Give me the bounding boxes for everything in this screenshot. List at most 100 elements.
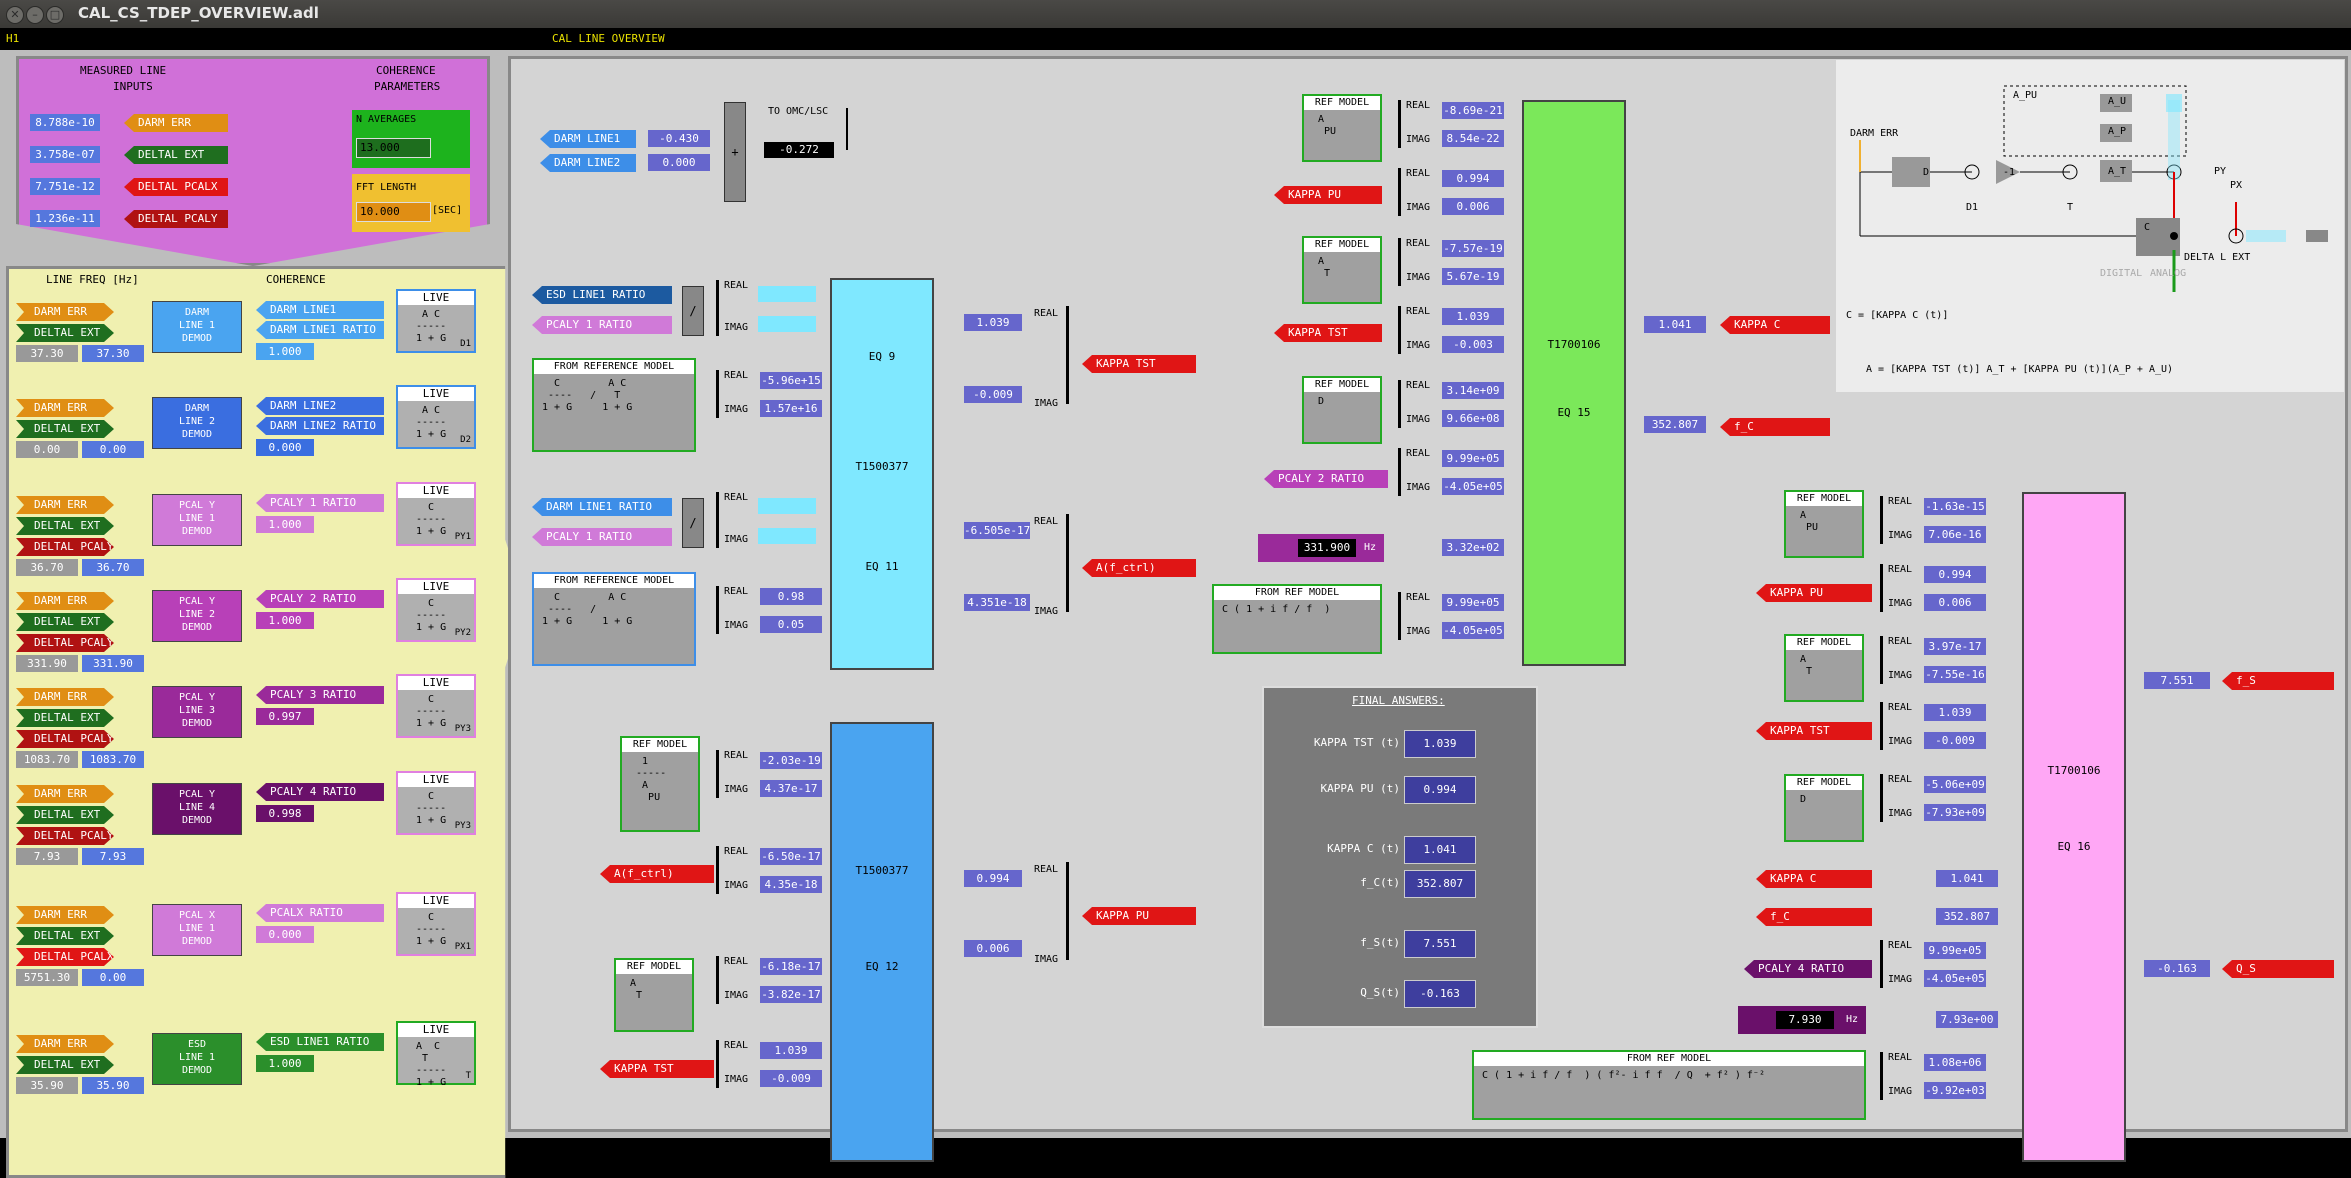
eq16-pcaly4: PCALY 4 RATIO	[1744, 960, 1872, 978]
imag-label: IMAG	[1406, 134, 1431, 145]
eq16-kappa-pu: KAPPA PU	[1756, 584, 1872, 602]
measured-tag: DELTAL EXT	[124, 146, 228, 164]
eq16-out-fs: 7.551	[2144, 672, 2210, 689]
minimize-window-icon[interactable]: –	[26, 6, 44, 24]
demod-input-tag: DARM ERR	[16, 399, 114, 417]
imag-label: IMAG	[724, 534, 749, 545]
fc-out: f_C	[1720, 418, 1830, 436]
ref-model-box: REF MODEL A PU	[1302, 94, 1382, 162]
imag-label: IMAG	[1406, 272, 1431, 283]
fft-length-box: FFT LENGTH 10.000 [SEC]	[352, 174, 470, 232]
line-freq-actual: 35.90	[82, 1077, 144, 1094]
real-label: REAL	[1888, 564, 1913, 575]
line-freq-value: 37.30	[16, 345, 78, 362]
pcaly-ratio-tag2: PCALY 1 RATIO	[532, 528, 672, 546]
line-freq-actual: 37.30	[82, 345, 144, 362]
split-bar	[1398, 306, 1401, 354]
diagram-delta-l-ext: DELTA L EXT	[2184, 252, 2251, 263]
answer-value: 352.807	[1404, 870, 1476, 898]
diagram-c: C	[2144, 222, 2151, 233]
real-value: -5.96e+15	[760, 372, 822, 389]
coherence-value: 1.000	[256, 612, 314, 629]
imag-label: IMAG	[724, 620, 749, 631]
real-label: REAL	[724, 846, 749, 857]
line-freq-actual: 36.70	[82, 559, 144, 576]
split-bar	[1398, 380, 1401, 428]
final-answers-title: FINAL ANSWERS:	[1352, 694, 1445, 707]
real-value: 0.994	[1924, 566, 1986, 583]
eq16-kappa-c: KAPPA C	[1756, 870, 1872, 888]
real-value: -6.50e-17	[760, 848, 822, 865]
menu-h1[interactable]: H1	[6, 32, 20, 45]
real-value: -6.18e-17	[760, 958, 822, 975]
split-bar	[1880, 940, 1883, 988]
coherence-value: 1.000	[256, 343, 314, 360]
sum-arrow	[846, 108, 848, 150]
real-label: REAL	[724, 492, 749, 503]
sum-value1: -0.430	[648, 130, 710, 147]
fpy2-hz: Hz	[1364, 542, 1377, 553]
eq11-out-imag: 4.351e-18	[964, 594, 1030, 611]
sum-input2: DARM LINE2	[540, 154, 636, 172]
measured-value: 3.758e-07	[30, 146, 100, 163]
n-averages-label: N AVERAGES	[356, 114, 417, 125]
fpy2-input[interactable]: 331.900	[1298, 539, 1356, 557]
fft-unit: [SEC]	[432, 205, 463, 216]
imag-value: 0.05	[760, 616, 822, 633]
split-bar	[1398, 168, 1401, 216]
fpy4-input[interactable]: 7.930	[1776, 1011, 1834, 1029]
line-freq-value: 35.90	[16, 1077, 78, 1094]
final-answers-panel	[1262, 686, 1538, 1028]
merge-bar2	[1066, 514, 1069, 612]
eq16-fc: f_C	[1756, 908, 1872, 926]
imag-label: IMAG	[1888, 598, 1913, 609]
demod-input-tag: DARM ERR	[16, 906, 114, 924]
eq15-pcaly2: PCALY 2 RATIO	[1264, 470, 1388, 488]
close-window-icon[interactable]: ✕	[6, 6, 24, 24]
eq15-kappa-tst: KAPPA TST	[1274, 324, 1382, 342]
control-loop-svg	[1859, 85, 2328, 292]
sum-block: +	[724, 102, 746, 202]
answer-label: KAPPA TST (t)	[1313, 736, 1400, 749]
sum-value2: 0.000	[648, 154, 710, 171]
maximize-window-icon[interactable]: □	[46, 6, 64, 24]
ref-model-box: REF MODEL A T	[614, 958, 694, 1032]
n-averages-input[interactable]: 13.000	[356, 138, 431, 158]
real-label: REAL	[1406, 100, 1431, 111]
empty-imag2	[758, 528, 816, 544]
demod-input-tag: DARM ERR	[16, 1035, 114, 1053]
eq16-r15: 7.93e+00	[1936, 1011, 1998, 1028]
split-bar	[716, 280, 719, 336]
imag-label: IMAG	[1888, 808, 1913, 819]
eq16-kappa-tst: KAPPA TST	[1756, 722, 1872, 740]
answer-value: 1.039	[1404, 730, 1476, 758]
line-freq-value: 331.90	[16, 655, 78, 672]
measured-tag: DELTAL PCALY	[124, 210, 228, 228]
demod-output-tag: DARM LINE1	[256, 301, 384, 319]
real-label: REAL	[1888, 496, 1913, 507]
diagram-py: PY	[2214, 166, 2227, 177]
fft-length-input[interactable]: 10.000	[356, 202, 431, 222]
split-bar	[716, 846, 719, 894]
